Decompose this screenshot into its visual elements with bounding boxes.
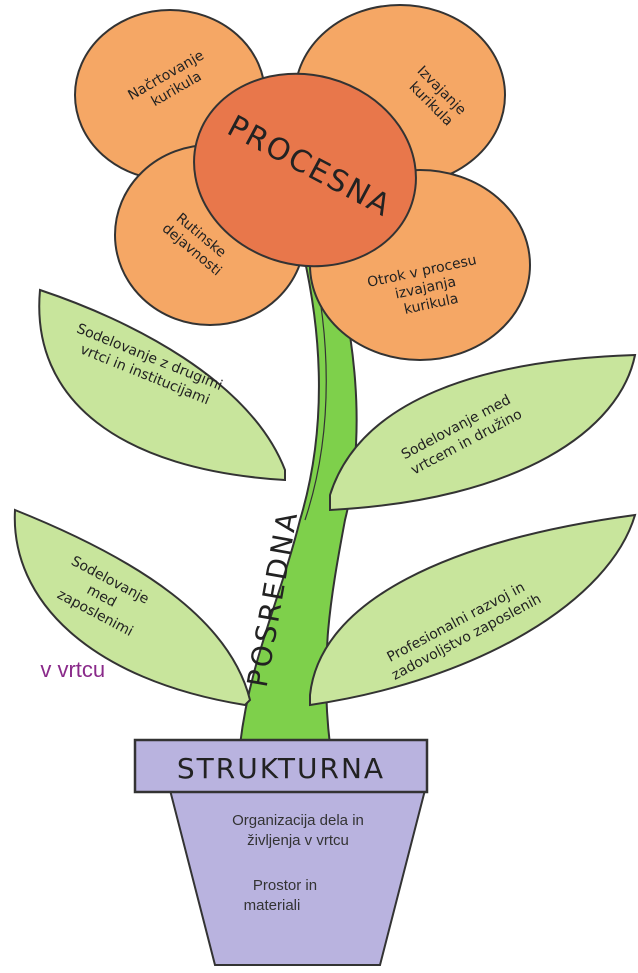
leaf-lower-right <box>309 513 637 707</box>
pot-text-line-4: materiali <box>244 897 301 914</box>
pot-text-line-1: Organizacija dela in <box>232 812 364 829</box>
pot-text-line-2: življenja v vrtcu <box>247 832 349 849</box>
leaf-lower-left <box>13 508 252 707</box>
bleed-through-text: a v vrtcu <box>40 657 106 682</box>
strukturna-title: STRUKTURNA <box>177 752 385 785</box>
pot-text-line-3: Prostor in <box>253 877 317 894</box>
leaf-upper-right <box>329 353 637 512</box>
leaf-upper-left <box>38 288 286 482</box>
flower-center <box>193 72 417 268</box>
pot-rim <box>133 738 429 794</box>
